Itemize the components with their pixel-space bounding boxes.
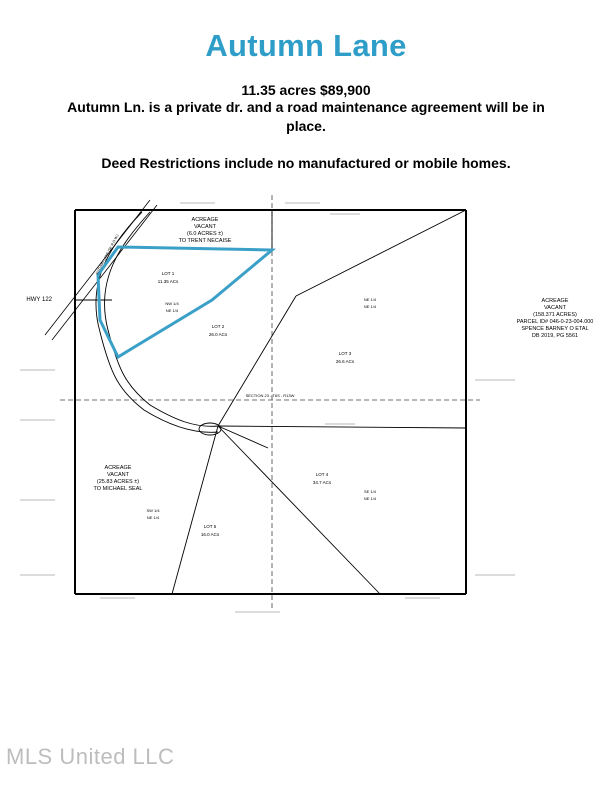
- north-vacant-label: VACANT: [194, 224, 217, 230]
- east-vacant-label: VACANT: [544, 305, 567, 311]
- page-title: Autumn Lane: [205, 28, 407, 63]
- east-area-label: (158.371 ACRES): [533, 312, 577, 318]
- plat-labels: ACREAGE VACANT (6.0 ACRES ±) TO TRENT NE…: [26, 217, 593, 537]
- west-owner-label: TO MICHAEL SEAL: [94, 486, 143, 492]
- mls-watermark: MLS United LLC: [6, 744, 175, 769]
- ne-quarter-label-b: NE 1/4: [364, 304, 377, 309]
- sw-quarter-label: SW 1/4: [146, 508, 160, 513]
- east-owner-label: SPENCE BARNEY O ETAL: [521, 326, 588, 332]
- road-note-line-2: place.: [286, 118, 326, 134]
- east-parcel-label: PARCEL ID# 046-0-23-004.000: [517, 319, 594, 325]
- survey-callout-marks: [20, 202, 515, 613]
- north-area-label: (6.0 ACRES ±): [187, 231, 223, 237]
- sw-quarter-label-b: NE 1/4: [147, 515, 160, 520]
- se-quarter-label-b: NE 1/4: [364, 496, 377, 501]
- north-acreage-label: ACREAGE: [192, 217, 219, 223]
- lot-4-name: LOT 4: [316, 472, 329, 477]
- lot-5-area: 16.0 ACs: [201, 532, 220, 537]
- deed-restrictions: Deed Restrictions include no manufacture…: [101, 155, 511, 171]
- lot-5-name: LOT 5: [204, 524, 217, 529]
- north-owner-label: TO TRENT NECAISE: [179, 238, 232, 244]
- west-vacant-label: VACANT: [107, 472, 130, 478]
- nw-quarter-label: NW 1/4: [165, 301, 179, 306]
- plat-boundary: [74, 209, 467, 595]
- section-label: SECTION 23 - T6S - R13W: [246, 393, 295, 398]
- survey-plat: ACREAGE VACANT (6.0 ACRES ±) TO TRENT NE…: [20, 195, 593, 613]
- west-acreage-label: ACREAGE: [105, 465, 132, 471]
- lot-lines: [75, 209, 467, 595]
- lot-3-name: LOT 3: [339, 351, 352, 356]
- east-book-label: DB 2019, PG 5561: [532, 333, 578, 339]
- lot-1-area: 11.35 ACs: [158, 279, 179, 284]
- highway-122: [44, 199, 158, 341]
- price-line: 11.35 acres $89,900: [241, 82, 371, 98]
- lot-1-highlight: [96, 245, 277, 360]
- road-note-line-1: Autumn Ln. is a private dr. and a road m…: [67, 99, 545, 115]
- west-area-label: (25.83 ACRES ±): [97, 479, 139, 485]
- lot-1-name: LOT 1: [162, 271, 175, 276]
- lot-3-area: 26.6 ACs: [336, 359, 355, 364]
- lot-4-area: 34.7 ACs: [313, 480, 332, 485]
- se-quarter-label: SE 1/4: [364, 489, 377, 494]
- lot-2-name: LOT 2: [212, 324, 225, 329]
- section-lines: [60, 195, 480, 610]
- east-acreage-label: ACREAGE: [542, 298, 569, 304]
- lot-2-area: 26.0 ACs: [209, 332, 228, 337]
- nw-quarter-label-b: NE 1/4: [166, 308, 179, 313]
- highway-label: HWY 122: [26, 297, 52, 303]
- ne-quarter-label: NE 1/4: [364, 297, 377, 302]
